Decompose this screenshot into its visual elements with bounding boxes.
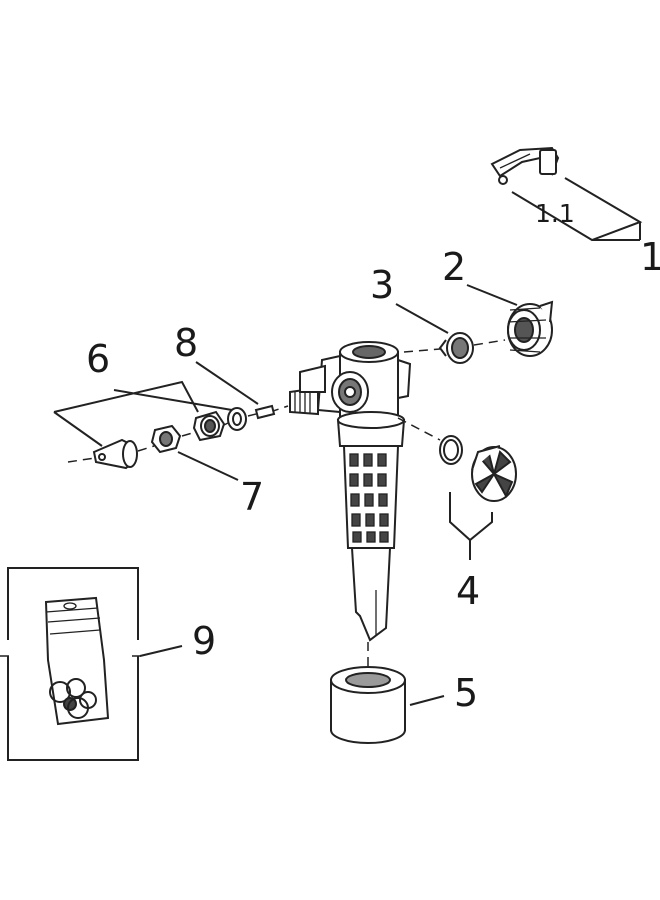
- callout-1-1: 1.1: [535, 199, 575, 228]
- callout-2-leader: [466, 284, 518, 306]
- valve-body: [289, 341, 412, 642]
- callout-1-leader: [511, 177, 643, 242]
- part-5-float: [330, 666, 406, 744]
- callout-2: 2: [442, 245, 466, 289]
- part-4-filter-cap: [439, 435, 517, 502]
- part-7-nut: [150, 424, 182, 454]
- part-9-box: [0, 567, 144, 761]
- callout-8: 8: [174, 321, 198, 365]
- callout-1: 1: [640, 235, 660, 279]
- part-8-pin: [254, 404, 276, 420]
- callout-8-leader: [195, 361, 259, 405]
- axis-line-left: [67, 405, 289, 463]
- part-2-nut: [507, 300, 554, 357]
- axis-line-upper: [403, 339, 506, 353]
- callout-7: 7: [240, 475, 264, 519]
- part-6-cone: [92, 438, 138, 470]
- callout-5: 5: [454, 671, 478, 715]
- callout-3: 3: [370, 263, 394, 307]
- callout-9-leader: [139, 645, 183, 657]
- part-1-clip: [490, 146, 560, 185]
- callout-5-leader: [409, 695, 445, 706]
- part-9-bag: [44, 596, 110, 726]
- callout-9: 9: [192, 619, 216, 663]
- axis-line-right: [397, 417, 441, 441]
- part-3-diaphragm: [438, 332, 474, 364]
- callout-7-leader: [177, 451, 239, 481]
- part-6-flange-nut: [192, 410, 226, 442]
- callout-6: 6: [86, 337, 110, 381]
- part-8-washer: [227, 407, 247, 431]
- callout-3-leader: [395, 303, 449, 334]
- callout-4-leader: [449, 492, 493, 560]
- callout-6-leader: [53, 380, 233, 447]
- callout-4: 4: [456, 569, 480, 613]
